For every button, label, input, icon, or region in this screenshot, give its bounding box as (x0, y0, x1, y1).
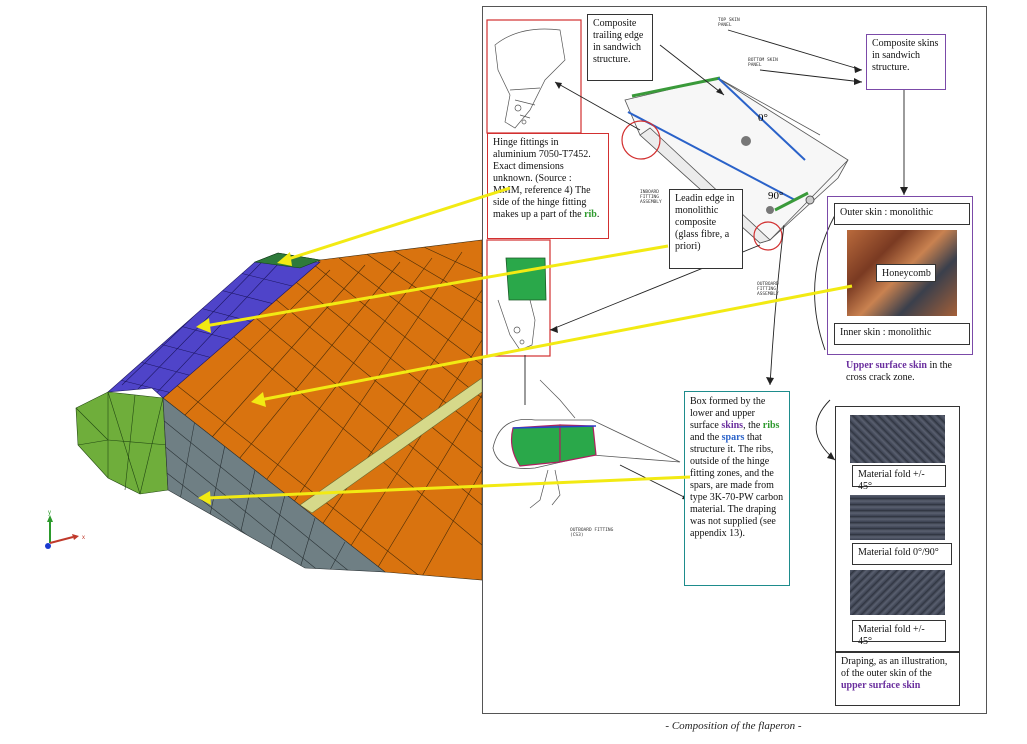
hinge-fittings-text: Hinge fittings in aluminium 7050-T7452. … (493, 137, 591, 220)
fold-label-1: Material fold +/- 45° (852, 465, 946, 492)
outboard-fitting-small-label: OUTBOARD FITTING (CS3) (570, 528, 614, 538)
hinge-fittings-label: Hinge fittings in aluminium 7050-T7452. … (487, 133, 609, 239)
draping-text: Draping, as an illustration, of the oute… (841, 656, 948, 679)
hinge-end-text: . (596, 209, 600, 220)
outer-skin-label: Outer skin : monolithic (834, 203, 970, 225)
box-skins-text: skins (721, 420, 744, 431)
figure-caption: - Composition of the flaperon - (665, 720, 802, 732)
material-folds-group (835, 406, 960, 652)
inboard-fitting-label: INBOARD FITTING ASSEMBLY (640, 190, 662, 205)
hinge-rib-text: rib (584, 209, 597, 220)
box-text-2: , the (743, 420, 763, 431)
upper-surface-skin-bold: Upper surface skin (846, 360, 927, 371)
leading-edge-mesh (75, 391, 169, 495)
bottom-skin-label: BOTTOM SKIN PANEL (748, 58, 778, 68)
box-ribs-text: ribs (762, 420, 780, 431)
box-text-1: Box formed by the lower and upper surfac… (690, 396, 766, 431)
hinge-fitting-sketch (494, 28, 566, 129)
box-section-drawing (492, 379, 681, 509)
fold-photo-1 (850, 415, 945, 463)
inner-skin-label: Inner skin : monolithic (834, 323, 970, 345)
top-skin-label: TOP SKIN PANEL (718, 18, 740, 28)
axis-y-label: y (48, 510, 51, 516)
box-text-4: that structure it. The ribs, outside of … (690, 432, 784, 539)
angle-0-label: 0° (758, 112, 768, 124)
axis-triad: y x (45, 510, 85, 549)
outboard-fitting-label: OUTBOARD FITTING ASSEMBLY (757, 282, 779, 297)
angle-90-label: 90° (768, 190, 784, 202)
box-text-3: and the (690, 432, 722, 443)
box-structure-label: Box formed by the lower and upper surfac… (684, 391, 790, 586)
fold-photo-2 (850, 495, 945, 540)
fold-label-3: Material fold +/- 45° (852, 620, 946, 647)
draping-label: Draping, as an illustration, of the oute… (835, 652, 960, 706)
upper-surface-skin-label: Upper surface skin in the cross crack zo… (841, 357, 963, 393)
axis-x-label: x (82, 535, 85, 541)
fold-label-2: Material fold 0°/90° (852, 543, 952, 565)
honeycomb-group (827, 196, 973, 355)
trailing-edge-label: Composite trailing edge in sandwich stru… (587, 14, 653, 81)
honeycomb-label: Honeycomb (876, 264, 936, 282)
fold-photo-3 (850, 570, 945, 615)
upper-surface-skin-rest: in the cross crack zone. (846, 360, 952, 383)
box-spars-text: spars (721, 432, 745, 443)
leading-edge-label: Leadin edge in monolithic composite (gla… (669, 189, 743, 269)
composite-skins-label: Composite skins in sandwich structure. (866, 34, 946, 90)
draping-bold-text: upper surface skin (841, 680, 921, 691)
